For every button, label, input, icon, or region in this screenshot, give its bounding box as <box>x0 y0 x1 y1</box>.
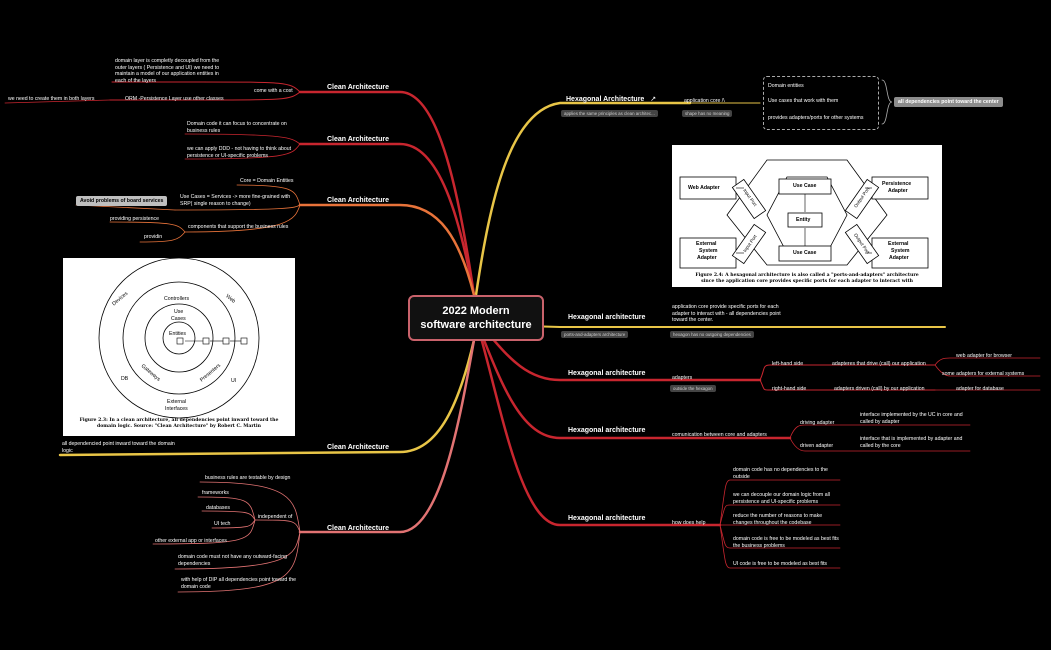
persistence-adapter-label-2: Adapter <box>888 188 908 194</box>
hex2-tag-ports-adapters[interactable]: ports-and-adapters architecture <box>561 331 629 338</box>
controllers-label: Controllers <box>164 296 190 302</box>
ddd-node[interactable]: we can apply DDD - not having to think a… <box>187 146 292 159</box>
hexagon-figure-caption: Figure 2.4: A hexagonal architecture is … <box>695 273 919 284</box>
persistence-node[interactable]: providing persistence <box>110 216 160 222</box>
left-hand-side-node[interactable]: left-hand side <box>772 361 804 367</box>
clean-architecture-figure: Devices Web Controllers Use Cases Entiti… <box>63 257 295 436</box>
root-node[interactable]: 2022 Modern software architecture <box>408 295 544 341</box>
clean-arch-node-2[interactable]: Clean Architecture <box>327 136 389 143</box>
external-interfaces-node[interactable]: other external app or interfaces <box>155 538 227 544</box>
hex-arch-node-4[interactable]: Hexagonal architecture <box>568 427 646 434</box>
hexagon-svg <box>679 159 929 269</box>
dependencies-center-pill[interactable]: all dependencies point toward the center <box>894 97 1003 107</box>
persistence-adapter-label-1: Persistence <box>882 181 912 187</box>
external-adapter-right-3: Adapter <box>889 255 909 261</box>
help-item-4[interactable]: domain code is free to be modeled as bes… <box>733 536 839 549</box>
use-cases-node[interactable]: Use cases that work with them <box>768 98 839 104</box>
help-item-5[interactable]: UI code is free to be modeled as best fi… <box>733 561 828 567</box>
root-title-line1: 2022 Modern <box>442 305 510 317</box>
external-adapter-right-1: External <box>888 241 909 247</box>
hex3-tag-outside[interactable]: outside the hexagon <box>670 385 716 392</box>
right-hand-side-node[interactable]: right-hand side <box>772 386 807 392</box>
hex-arch-node-2[interactable]: Hexagonal architecture <box>568 314 646 321</box>
clean-rings-svg <box>98 257 260 419</box>
web-adapter-node[interactable]: web adapter for browser <box>956 353 1012 359</box>
help-item-3[interactable]: reduce the number of reasons to make cha… <box>733 513 823 526</box>
help-item-1[interactable]: domain code has no dependencies to the o… <box>733 467 828 480</box>
help-item-2[interactable]: we can decouple our domain logic from al… <box>733 492 830 505</box>
hex1-tag-shape[interactable]: shape has no meaning <box>682 110 733 117</box>
application-core-node[interactable]: application core /\ <box>684 98 725 104</box>
usecases-node[interactable]: Use Cases = Services -> more fine-graine… <box>180 194 291 207</box>
components-node[interactable]: components that support the business rul… <box>188 224 289 230</box>
adapters-node[interactable]: adapters <box>672 375 693 381</box>
decoupled-node[interactable]: domain layer is completly decoupled from… <box>115 58 220 84</box>
clean-arch-node-5[interactable]: Clean Architecture <box>327 525 389 532</box>
ports-node[interactable]: application core provide specific ports … <box>672 304 781 324</box>
communication-node[interactable]: comunication between core and adapters <box>672 432 767 438</box>
avoid-board-services-pill[interactable]: Avoid problems of board services <box>76 196 168 206</box>
focus-node[interactable]: Domain code it can focus to concentrate … <box>187 121 287 134</box>
external-systems-adapters-node[interactable]: some adapters for external systems <box>942 371 1025 377</box>
external-label-2: Interfaces <box>165 406 188 412</box>
external-adapter-left-2: System <box>699 248 718 254</box>
driven-adapters-node[interactable]: adapters driven (call) by our applicatio… <box>834 386 925 392</box>
core-items-group <box>763 76 879 130</box>
both-layers-node[interactable]: we need to create them in both layers <box>8 96 95 102</box>
external-adapter-left-1: External <box>696 241 717 247</box>
entity-label: Entity <box>796 217 811 223</box>
drive-adapters-node[interactable]: adapteres that drive (call) our applicat… <box>832 361 926 367</box>
driven-interface-node[interactable]: interface that is implemented by adapter… <box>860 436 963 449</box>
independent-node[interactable]: independent of <box>258 514 293 520</box>
clean-figure-caption: Figure 2.3: In a clean architecture, all… <box>79 418 279 429</box>
clean-arch-node-4[interactable]: Clean Architecture <box>327 444 389 451</box>
hex-arch-node-1[interactable]: Hexagonal Architecture ↗ <box>566 96 657 103</box>
testable-node[interactable]: business rules are testable by design <box>205 475 291 481</box>
driving-interface-node[interactable]: interface implemented by the UC in core … <box>860 412 963 425</box>
database-adapter-node[interactable]: adapter for database <box>956 386 1004 392</box>
usecases-label-2: Cases <box>171 316 186 322</box>
usecase-top-label: Use Case <box>793 183 817 189</box>
uitech-node[interactable]: UI tech <box>214 521 231 527</box>
external-adapter-right-2: System <box>891 248 910 254</box>
how-does-help-node[interactable]: how does help <box>672 520 706 526</box>
external-label-1: External <box>167 399 187 405</box>
external-adapter-left-3: Adapter <box>697 255 717 261</box>
entities-label: Entities <box>169 331 187 337</box>
driving-adapter-node[interactable]: driving adapter <box>800 420 835 426</box>
provides-adapters-node[interactable]: provides adapters/ports for other system… <box>768 115 864 121</box>
db-label: DB <box>121 376 129 382</box>
clean-arch-node-1[interactable]: Clean Architecture <box>327 84 389 91</box>
core-node[interactable]: Core = Domain Entities <box>240 178 294 184</box>
hex1-tag-same-principles[interactable]: applies the same principles as clean arc… <box>561 110 658 117</box>
web-adapter-label: Web Adapter <box>688 185 720 191</box>
usecase-bottom-label: Use Case <box>793 250 817 256</box>
outward-node[interactable]: domain code must not have any outward-fa… <box>178 554 288 567</box>
external-link-icon[interactable]: ↗ <box>650 96 657 103</box>
orm-node[interactable]: ORM -Persistence Layer use other classes <box>125 96 224 102</box>
clean-arch-node-3[interactable]: Clean Architecture <box>327 197 389 204</box>
cost-node[interactable]: come with a cost <box>254 88 293 94</box>
dip-node[interactable]: with help of DIP all dependencies point … <box>181 577 296 590</box>
hex2-tag-no-outgoing[interactable]: hexagon has no outgoing dependencies <box>670 331 754 338</box>
providin-node[interactable]: providin <box>144 234 163 240</box>
databases-node[interactable]: databases <box>206 505 230 511</box>
hex-arch-node-5[interactable]: Hexagonal architecture <box>568 515 646 522</box>
driven-adapter-node[interactable]: driven adapter <box>800 443 834 449</box>
ui-label: UI <box>231 378 237 384</box>
hexagonal-architecture-figure: Web Adapter Persistence Adapter External… <box>672 145 942 287</box>
usecases-label-1: Use <box>174 309 184 315</box>
dependencies-inward-node[interactable]: all dependencied point inward toward the… <box>62 441 175 454</box>
frameworks-node[interactable]: frameworks <box>202 490 229 496</box>
hex-arch-node-3[interactable]: Hexagonal architecture <box>568 370 646 377</box>
domain-entities-node[interactable]: Domain entities <box>768 83 804 89</box>
root-title-line2: software architecture <box>420 319 532 331</box>
